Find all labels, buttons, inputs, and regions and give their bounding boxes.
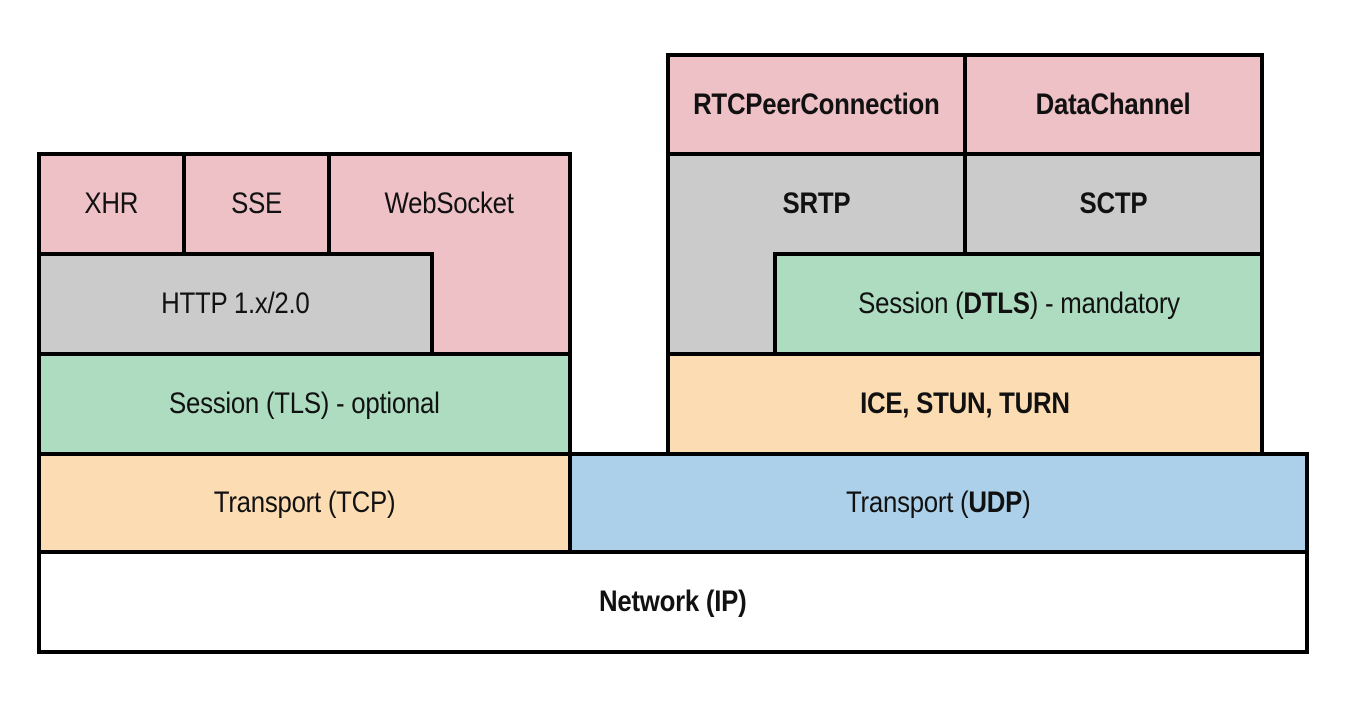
dtls-bold: DTLS	[962, 287, 1030, 320]
session-tls-label: Session (TLS) - optional	[169, 387, 440, 420]
udp-prefix: Transport (	[846, 486, 969, 519]
box-transport-udp: Transport (UDP)	[568, 452, 1309, 554]
sse-label: SSE	[231, 187, 282, 220]
box-sse: SSE	[182, 152, 331, 256]
ice-stun-turn-label: ICE, STUN, TURN	[860, 387, 1070, 420]
box-transport-tcp: Transport (TCP)	[37, 452, 572, 554]
box-session-tls: Session (TLS) - optional	[37, 352, 572, 456]
network-ip-label: Network (IP)	[599, 585, 747, 618]
websocket-label-area: WebSocket	[331, 156, 568, 252]
box-session-dtls: Session (DTLS) - mandatory	[773, 252, 1264, 356]
srtp-label: SRTP	[782, 187, 851, 220]
dtls-suffix: ) - mandatory	[1029, 287, 1180, 320]
session-dtls-label: Session (DTLS) - mandatory	[858, 289, 1180, 319]
srtp-label-area: SRTP	[670, 156, 963, 252]
box-datachannel: DataChannel	[963, 53, 1264, 156]
box-xhr: XHR	[37, 152, 186, 256]
datachannel-label: DataChannel	[1036, 87, 1191, 121]
udp-suffix: )	[1022, 486, 1031, 519]
box-ice-stun-turn: ICE, STUN, TURN	[666, 352, 1264, 456]
dtls-prefix: Session (	[857, 287, 963, 320]
xhr-label: XHR	[84, 187, 139, 220]
udp-bold: UDP	[968, 486, 1023, 519]
box-sctp: SCTP	[963, 152, 1264, 256]
box-http: HTTP 1.x/2.0	[37, 252, 434, 356]
box-rtcpeerconnection: RTCPeerConnection	[666, 53, 967, 156]
websocket-label: WebSocket	[384, 187, 515, 220]
rtcpeerconnection-label: RTCPeerConnection	[693, 87, 940, 121]
box-network-ip: Network (IP)	[37, 550, 1309, 654]
http-label: HTTP 1.x/2.0	[161, 287, 310, 320]
transport-tcp-label: Transport (TCP)	[213, 486, 396, 519]
transport-udp-label: Transport (UDP)	[846, 486, 1031, 519]
sctp-label: SCTP	[1079, 187, 1148, 220]
